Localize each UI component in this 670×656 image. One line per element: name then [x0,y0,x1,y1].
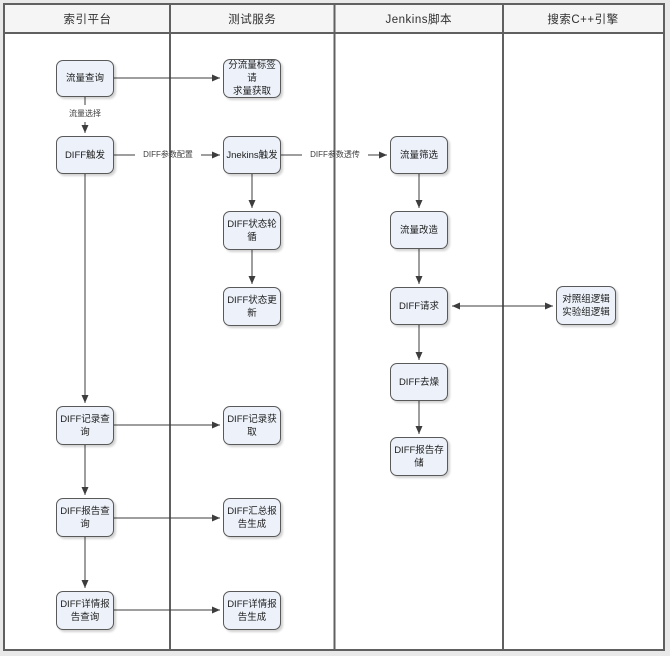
lane-header-jenkins-script: Jenkins脚本 [385,14,452,26]
node-traffic-filter: 流量筛选 [390,136,448,174]
node-diff-request: DIFF请求 [390,287,448,325]
node-jnekins-trigger: Jnekins触发 [223,136,281,174]
node-diff-trigger: DIFF触发 [56,136,114,174]
node-split-traffic-label: 分流量标签请 求量获取 [223,59,281,98]
lane-header-index-platform: 索引平台 [63,14,112,26]
node-diff-report-store: DIFF报告存 储 [390,437,448,476]
lane-header-search-engine: 搜索C++引擎 [547,14,619,26]
node-traffic-transform: 流量改造 [390,211,448,249]
node-diff-summary-report: DIFF汇总报 告生成 [223,498,281,537]
edge-label-diff-param-config: DIFF参数配置 [143,150,193,159]
node-diff-record-fetch: DIFF记录获 取 [223,406,281,445]
node-diff-status-poll: DIFF状态轮 循 [223,211,281,250]
edge-label-traffic-select: 流量选择 [69,109,101,118]
node-diff-record-query: DIFF记录查 询 [56,406,114,445]
node-diff-report-query: DIFF报告查 询 [56,498,114,537]
node-traffic-query: 流量查询 [56,60,114,97]
edge-label-diff-param-pass: DIFF参数透传 [310,150,360,159]
node-diff-detail-report-gen: DIFF详情报 告生成 [223,591,281,630]
node-control-exp-logic: 对照组逻辑 实验组逻辑 [556,286,616,325]
lane-header-test-service: 测试服务 [228,14,277,26]
node-diff-detail-report-query: DIFF详情报 告查询 [56,591,114,630]
node-diff-status-update: DIFF状态更 新 [223,287,281,326]
node-diff-denoise: DIFF去燥 [390,363,448,401]
lane-dividers [5,5,663,649]
